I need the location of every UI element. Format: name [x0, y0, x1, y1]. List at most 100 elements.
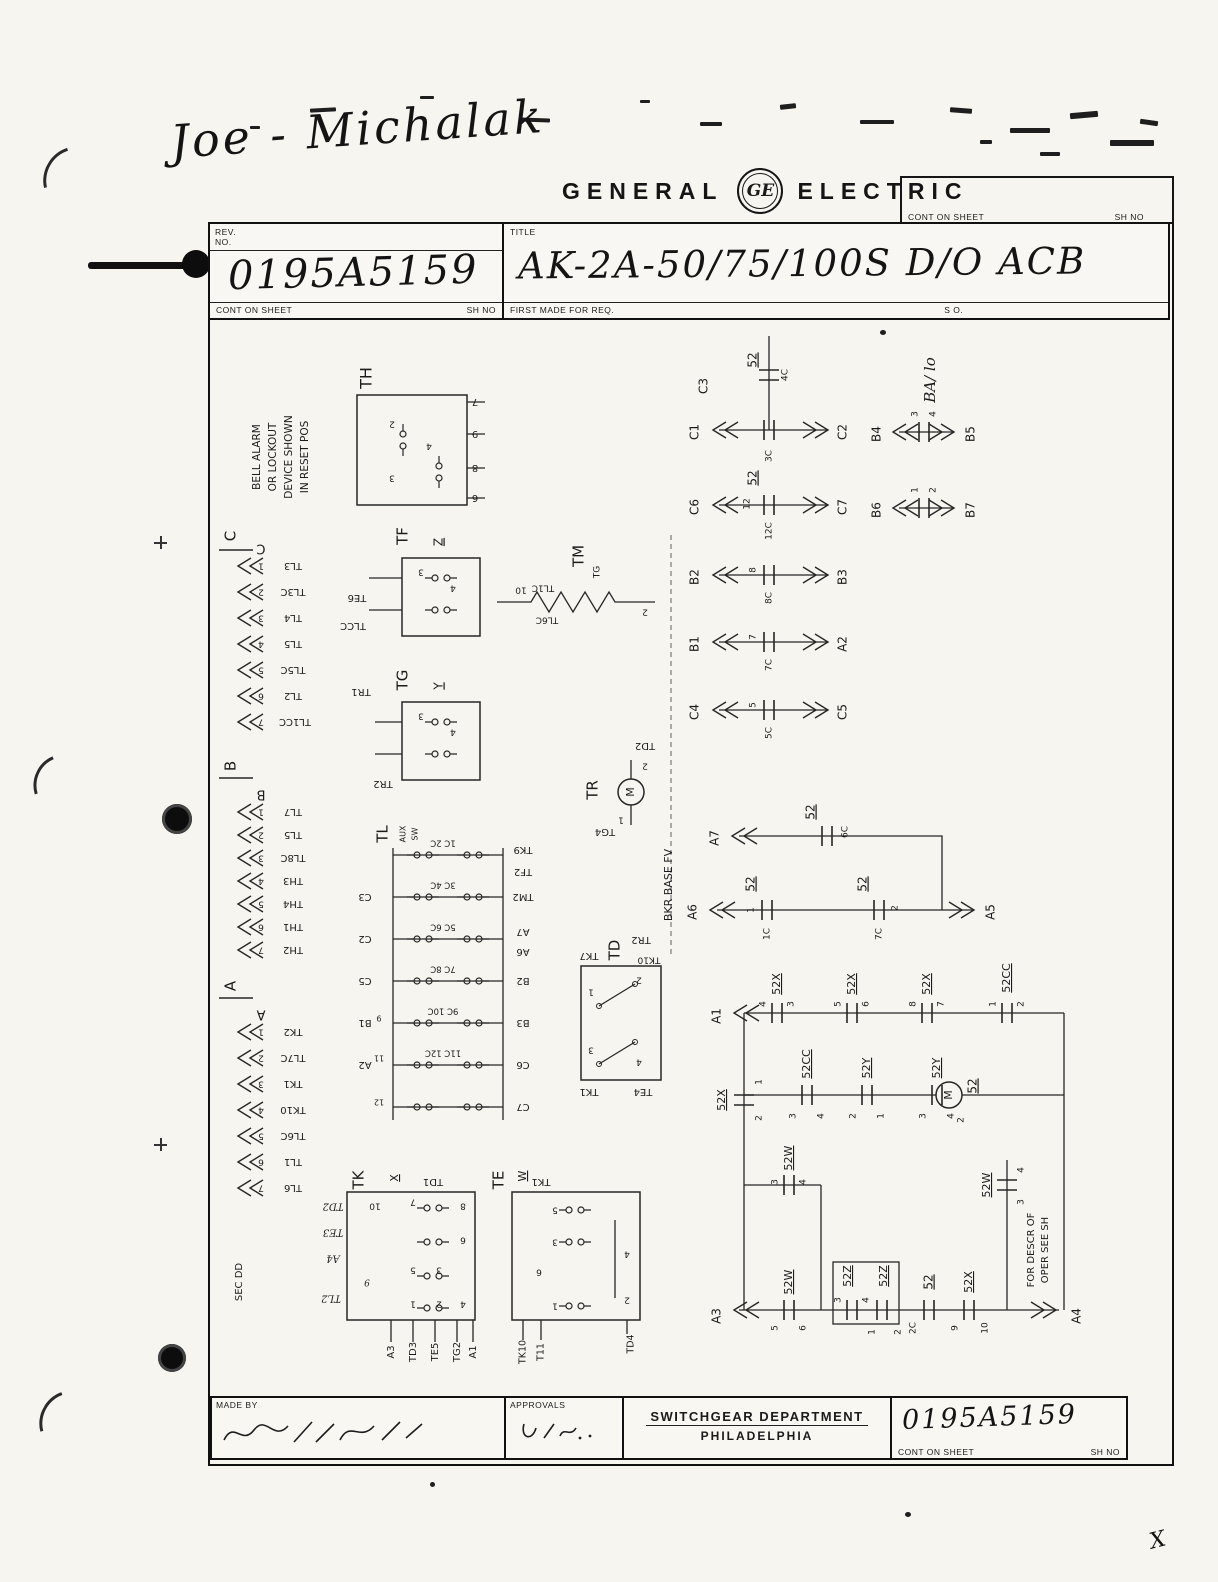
schematic-label: A1	[710, 1008, 724, 1024]
schematic-label: 4	[624, 1249, 630, 1259]
approvals-label: APPROVALS	[510, 1400, 566, 1410]
schematic-label: 1	[618, 815, 624, 825]
schematic-label: 4	[258, 1105, 264, 1115]
title-label: TITLE	[510, 227, 536, 237]
schematic-label: 2	[389, 419, 395, 429]
schematic-label: A7	[516, 926, 529, 937]
schematic-label: C3	[697, 378, 711, 394]
schematic-wires	[219, 336, 1065, 1342]
made-by-cell: MADE BY	[212, 1398, 506, 1458]
schematic-label: A6	[686, 904, 700, 920]
schematic-label: 7C	[765, 659, 775, 671]
schematic-label: 52X	[770, 973, 783, 995]
department-name: SWITCHGEAR DEPARTMENT	[646, 1409, 868, 1426]
schematic-label: 3	[418, 567, 424, 577]
schematic-label: A3	[710, 1308, 724, 1324]
approvals-cell: APPROVALS	[506, 1398, 624, 1458]
schematic-label: TD2	[322, 1201, 343, 1212]
schematic-label: 3	[588, 1045, 594, 1055]
schematic-label: SEC DD	[234, 1263, 245, 1302]
schematic-label: TF2	[514, 866, 533, 877]
schematic-symbols	[237, 369, 1057, 1321]
schematic-label: TG	[394, 670, 412, 692]
schematic-label: 5C 6C	[430, 922, 455, 932]
schematic-label: 5	[410, 1265, 416, 1275]
cont-on-sheet-label: CONT ON SHEET	[898, 1447, 975, 1457]
schematic-label: TE5	[430, 1343, 441, 1363]
schematic-label: C	[256, 541, 265, 556]
registration-cross	[154, 536, 167, 549]
registration-cross	[154, 1138, 167, 1151]
schematic-label: 3	[552, 1237, 558, 1247]
schematic-label: TL1C	[532, 583, 556, 593]
schematic-label: 52X	[845, 973, 858, 995]
schematic-label: 1	[258, 561, 264, 571]
film-curl-mark	[24, 745, 96, 821]
stray-pen-mark: X	[1147, 1526, 1169, 1555]
schematic-label: 3	[834, 1297, 844, 1303]
schematic-label: 9C 10C	[428, 1006, 459, 1016]
schematic-label: 2C	[909, 1322, 919, 1334]
schematic-label: C1	[688, 424, 702, 440]
schematic-label: A	[256, 1007, 265, 1022]
schematic-label: TK2	[283, 1026, 303, 1037]
schematic-label: FOR DESCR OF	[1026, 1212, 1037, 1287]
schematic-label: TR	[584, 780, 602, 801]
schematic-label: 9	[376, 1014, 381, 1023]
schematic-label: 6	[472, 492, 478, 503]
schematic-label: 6	[258, 691, 264, 701]
schematic-label: 5	[258, 899, 264, 909]
schematic-label: TL7C	[280, 1052, 306, 1063]
schematic-label: TK10	[280, 1104, 306, 1115]
schematic-label: A	[222, 980, 240, 991]
schematic-label: C7	[836, 499, 850, 515]
schematic-label: 3C	[765, 450, 775, 462]
schematic-label: 3	[258, 853, 264, 863]
drawing-number: 0195A5159	[901, 1398, 1078, 1437]
schematic-label: TE	[490, 1171, 508, 1191]
schematic-label: 2	[636, 975, 642, 985]
schematic-label: C4	[688, 704, 702, 720]
schematic-label: 3	[418, 711, 424, 721]
schematic-label: C2	[358, 933, 371, 944]
schematic-label: TL3C	[280, 586, 306, 597]
ge-brand-header: GENERAL GE ELECTRIC	[562, 168, 968, 214]
schematic-label: 8	[909, 1001, 919, 1007]
schematic-label: B3	[516, 1017, 529, 1028]
divider	[210, 250, 502, 251]
schematic-label: 7	[258, 1183, 264, 1193]
schematic-label: 1	[877, 1113, 887, 1119]
schematic-label: TL1CC	[279, 716, 312, 727]
schematic-label: 52	[746, 470, 760, 485]
made-by-label: MADE BY	[216, 1400, 258, 1410]
schematic-label: A2	[358, 1059, 371, 1070]
schematic-label: 52	[966, 1078, 980, 1093]
drawing-title: AK-2A-50/75/100S D/O ACB	[517, 239, 1087, 288]
schematic-label: 10	[515, 585, 527, 595]
schematic-label: TM2	[512, 891, 534, 902]
schematic-label: A4	[1070, 1308, 1084, 1324]
schematic-label: 3	[771, 1179, 781, 1185]
drawing-number: 0195A5159	[227, 246, 480, 300]
schematic-label: TK1	[531, 1176, 551, 1187]
schematic-label: 4	[799, 1179, 809, 1185]
schematic-label: 3	[787, 1001, 797, 1007]
schematic-label: 3	[258, 1079, 264, 1089]
schematic-label: BKR BASE FV	[662, 848, 675, 921]
schematic-label: 7	[472, 396, 478, 407]
schematic-label: TH3	[283, 875, 304, 886]
schematic-label: C5	[836, 704, 850, 720]
schematic-label: 3	[258, 613, 264, 623]
schematic-label: 10	[981, 1322, 991, 1334]
schematic-label: 2	[642, 607, 648, 617]
schematic-label: 1	[588, 987, 594, 997]
schematic-label: TLCC	[340, 620, 367, 631]
department-cell: SWITCHGEAR DEPARTMENT PHILADELPHIA	[624, 1398, 892, 1458]
schematic-label: 2	[957, 1117, 967, 1123]
schematic-label: A7	[708, 830, 722, 846]
schematic-label: TL3	[284, 560, 303, 571]
schematic-label: 4	[929, 411, 939, 417]
schematic-label: M	[624, 787, 637, 797]
schematic-label: 52	[744, 876, 758, 891]
schematic-label: 1	[868, 1329, 878, 1335]
